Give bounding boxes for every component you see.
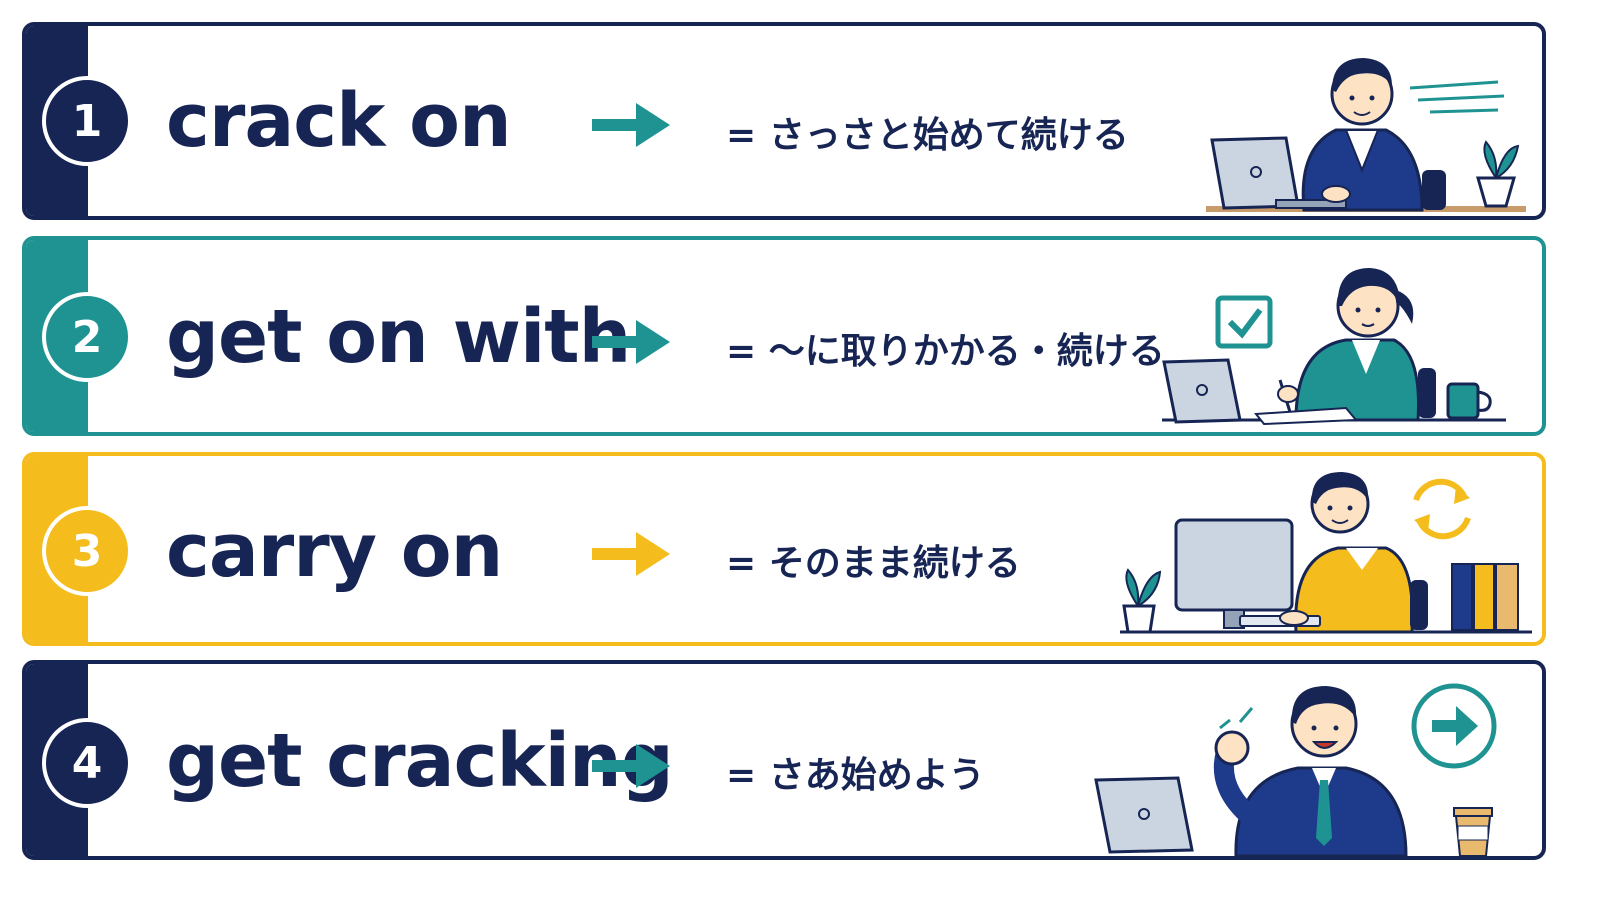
- right-arrow-icon: [592, 320, 670, 364]
- phrase-card-4: 4 get cracking = さあ始めよう: [22, 660, 1546, 860]
- right-arrow-icon: [592, 103, 670, 147]
- number-badge: 3: [42, 506, 132, 596]
- meaning-text: = さあ始めよう: [726, 755, 985, 796]
- phrase-card-1: 1 crack on = さっさと始めて続ける: [22, 22, 1546, 220]
- number-badge: 1: [42, 76, 132, 166]
- man-fist-pump-illustration: [1094, 683, 1497, 856]
- phrase-text: crack on: [166, 78, 512, 164]
- phrase-card-3: 3 carry on = そのまま続ける: [22, 452, 1546, 646]
- arrow-circle-icon: [1411, 683, 1497, 769]
- right-arrow-icon: [592, 744, 670, 788]
- number-badge: 2: [42, 292, 132, 382]
- phrase-card-2: 2 get on with = ～に取りかかる・続ける: [22, 236, 1546, 436]
- man-at-laptop-illustration: [1206, 58, 1526, 212]
- coffee-cup-icon: [1453, 807, 1493, 856]
- phrase-text: carry on: [166, 508, 503, 594]
- man-at-desktop-illustration: [1120, 472, 1532, 634]
- woman-writing-illustration: [1162, 268, 1506, 426]
- checkbox-icon: [1215, 295, 1273, 349]
- number-badge: 4: [42, 718, 132, 808]
- phrase-text: get on with: [166, 294, 631, 380]
- phrase-text: get cracking: [166, 718, 674, 804]
- right-arrow-icon: [592, 532, 670, 576]
- meaning-text: = そのまま続ける: [726, 543, 1021, 584]
- meaning-text: = さっさと始めて続ける: [726, 115, 1129, 156]
- meaning-text: = ～に取りかかる・続ける: [726, 331, 1165, 372]
- mug-icon: [1446, 382, 1480, 420]
